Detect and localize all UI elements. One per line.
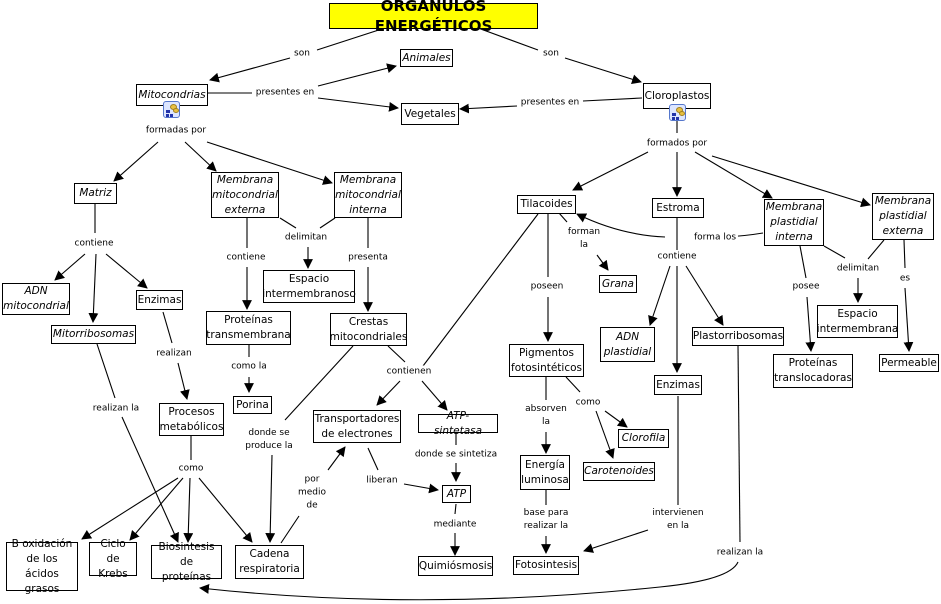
link-por-medio-de: por medio de	[295, 473, 329, 513]
map-title: ORGÁNULOS ENERGÉTICOS	[329, 0, 538, 35]
concept-transportadores-electrones[interactable]: Transportadores de electrones	[313, 410, 401, 443]
concept-crestas-mitocondriales[interactable]: Crestas mitocondriales	[330, 313, 407, 346]
link-son-left: son	[292, 47, 312, 61]
concept-animales[interactable]: Animales	[400, 49, 453, 67]
link-como-la: como la	[229, 360, 269, 374]
concept-permeable[interactable]: Permeable	[879, 354, 939, 372]
concept-carotenoides[interactable]: Carotenoides	[583, 462, 655, 481]
link-formados-por: formados por	[644, 137, 710, 151]
concept-map-icon[interactable]	[163, 101, 180, 118]
link-posee: posee	[790, 280, 822, 294]
concept-estroma[interactable]: Estroma	[652, 198, 704, 218]
concept-mitorribosomas[interactable]: Mitorribosomas	[51, 325, 136, 344]
concept-matriz[interactable]: Matriz	[74, 183, 117, 204]
link-donde-se-produce-la: donde se produce la	[243, 427, 295, 453]
concept-atp[interactable]: ATP	[442, 485, 471, 503]
concept-membrana-mitocondrial-interna[interactable]: Membrana mitocondrial interna	[334, 172, 402, 218]
concept-membrana-plastidial-externa[interactable]: Membrana plastidial externa	[872, 193, 934, 240]
concept-biosintesis-de-proteinas[interactable]: Biosintesis de proteínas	[151, 541, 222, 583]
concept-enzimas-mitocondria[interactable]: Enzimas	[136, 290, 183, 310]
link-delimitan-cloroplasto: delimitan	[834, 262, 882, 276]
link-forma-los: forma los	[691, 231, 739, 245]
concept-ciclo-de-krebs[interactable]: Ciclo de Krebs	[89, 538, 137, 580]
concept-proteinas-translocadoras[interactable]: Proteínas translocadoras	[773, 354, 853, 388]
link-formadas-por: formadas por	[143, 124, 209, 138]
concept-adn-plastidial[interactable]: ADN plastidial	[600, 327, 655, 362]
link-intervienen-en-la: intervienen en la	[650, 507, 706, 533]
concept-fotosintesis[interactable]: Fotosintesis	[513, 556, 579, 575]
concept-atp-sintetasa[interactable]: ATP-sintetasa	[418, 410, 498, 437]
concept-plastorribosomas[interactable]: Plastorribosomas	[692, 327, 784, 346]
concept-b-oxidacion[interactable]: B oxidación de los ácidos grasos	[6, 538, 78, 595]
link-como-procesos: como	[176, 462, 206, 476]
link-realizan: realizan	[154, 347, 194, 361]
link-base-para-realizar-la: base para realizar la	[521, 507, 571, 533]
concept-proteinas-transmembrana[interactable]: Proteínas transmembrana	[206, 311, 291, 345]
concept-clorofila[interactable]: Clorofila	[618, 429, 669, 448]
link-presentes-en-cloroplastos: presentes en	[518, 96, 582, 110]
link-contiene-estroma: contiene	[655, 250, 699, 264]
link-contiene-membrana-externa: contiene	[224, 251, 268, 265]
concept-tilacoides[interactable]: Tilacoides	[517, 195, 576, 214]
link-contienen: contienen	[384, 365, 434, 379]
concept-procesos-metabolicos[interactable]: Procesos metabólicos	[159, 403, 224, 436]
concept-porina[interactable]: Porina	[233, 396, 272, 414]
concept-cadena-respiratoria[interactable]: Cadena respiratoria	[235, 545, 304, 579]
concept-espacio-intermembrana[interactable]: Espacio intermembrana	[817, 305, 898, 338]
link-absorven-la: absorven la	[523, 403, 569, 429]
concept-energia-luminosa[interactable]: Energía luminosa	[520, 455, 570, 490]
link-realizan-la-plastorribosomas: realizan la	[714, 546, 766, 560]
link-como-pigmentos: como	[573, 396, 603, 410]
concept-pigmentos-fotosinteticos[interactable]: Pigmentos fotosintéticos	[509, 344, 584, 377]
concept-enzimas-cloroplasto[interactable]: Enzimas	[654, 375, 702, 395]
link-liberan: liberan	[364, 474, 400, 488]
link-mediante: mediante	[431, 518, 479, 532]
link-son-right: son	[541, 47, 561, 61]
concept-membrana-mitocondrial-externa[interactable]: Membrana mitocondrial externa	[211, 172, 279, 218]
concept-map-icon[interactable]	[669, 104, 686, 121]
concept-membrana-plastidial-interna[interactable]: Membrana plastidial interna	[764, 199, 824, 246]
link-delimitan-mitocondria: delimitan	[282, 231, 330, 245]
link-presenta: presenta	[346, 251, 390, 265]
link-donde-se-sintetiza: donde se sintetiza	[412, 448, 500, 462]
concept-adn-mitocondrial[interactable]: ADN mitocondrial	[2, 283, 70, 315]
link-presentes-en-mitocondrias: presentes en	[253, 86, 317, 100]
concept-quimiosmosis[interactable]: Quimiósmosis	[418, 556, 493, 576]
concept-grana[interactable]: Grana	[599, 275, 637, 293]
link-contiene-matriz: contiene	[72, 237, 116, 251]
link-realizan-la-mitorribosomas: realizan la	[90, 402, 142, 416]
concept-espacio-intermembranoso[interactable]: Espacio intermembranoso	[262, 270, 356, 303]
link-es: es	[897, 272, 913, 286]
link-poseen: poseen	[528, 280, 566, 294]
link-forman-la: forman la	[565, 226, 603, 252]
concept-vegetales[interactable]: Vegetales	[401, 103, 459, 125]
